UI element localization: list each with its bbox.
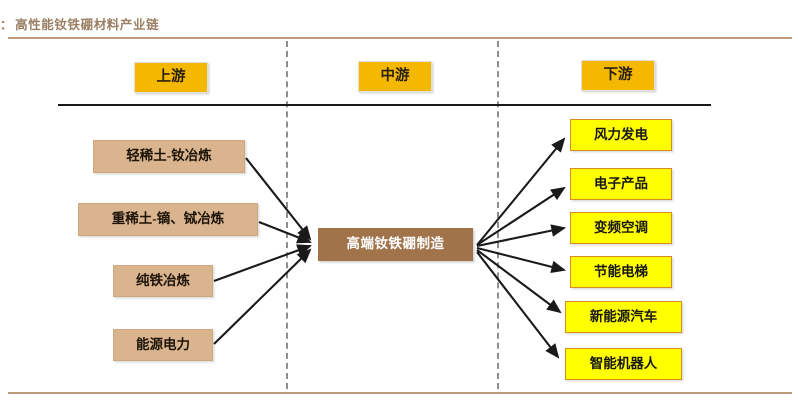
link-downstream-1 — [476, 137, 566, 246]
stage-separator-upstream-midstream — [286, 41, 288, 389]
bottom-rule-divider — [8, 392, 792, 394]
stage-header-upstream[interactable]: 上游 — [134, 62, 208, 93]
upstream-node-1-label: 轻稀土-钕冶炼 — [126, 148, 212, 164]
top-rule-divider — [8, 37, 792, 39]
link-downstream-4 — [476, 246, 567, 274]
downstream-node-1-label: 风力发电 — [594, 126, 648, 142]
link-downstream-5 — [476, 249, 562, 314]
stage-header-midstream-label: 中游 — [380, 67, 410, 84]
stage-header-underline — [58, 104, 711, 106]
upstream-node-2-label: 重稀土-镝、铽冶炼 — [111, 211, 225, 227]
link-downstream-6 — [476, 251, 560, 359]
downstream-node-4-label: 节能电梯 — [594, 263, 648, 279]
caption-text: 高性能钕铁硼材料产业链 — [15, 18, 160, 32]
downstream-node-inverter-ac[interactable]: 变频空调 — [570, 212, 672, 244]
downstream-node-6-label: 智能机器人 — [589, 355, 658, 371]
downstream-node-smart-robot[interactable]: 智能机器人 — [565, 348, 682, 380]
link-upstream-4 — [213, 248, 312, 345]
downstream-node-5-label: 新能源汽车 — [589, 308, 658, 324]
link-downstream-2 — [476, 186, 566, 246]
upstream-node-heavy-rare-earth[interactable]: 重稀土-镝、铽冶炼 — [78, 203, 258, 236]
downstream-node-2-label: 电子产品 — [594, 175, 648, 191]
midstream-node-label: 高端钕铁硼制造 — [346, 236, 445, 252]
downstream-node-new-energy-vehicle[interactable]: 新能源汽车 — [565, 301, 682, 333]
upstream-node-3-label: 纯铁冶炼 — [136, 272, 190, 288]
link-upstream-3 — [213, 244, 312, 282]
upstream-node-energy-power[interactable]: 能源电力 — [113, 329, 213, 361]
upstream-node-4-label: 能源电力 — [136, 336, 190, 352]
downstream-node-3-label: 变频空调 — [594, 219, 648, 235]
downstream-node-electronics[interactable]: 电子产品 — [570, 168, 672, 200]
stage-separator-midstream-downstream — [497, 41, 499, 389]
caption-lead-glyph: ： — [0, 18, 14, 32]
link-downstream-3 — [476, 224, 567, 248]
upstream-node-light-rare-earth[interactable]: 轻稀土-钕冶炼 — [93, 140, 245, 173]
stage-header-upstream-label: 上游 — [156, 68, 186, 85]
downstream-node-wind-power[interactable]: 风力发电 — [570, 119, 672, 151]
stage-header-midstream[interactable]: 中游 — [358, 61, 432, 92]
stage-header-downstream-label: 下游 — [603, 66, 633, 83]
link-upstream-2 — [258, 221, 312, 244]
upstream-node-pure-iron[interactable]: 纯铁冶炼 — [113, 265, 213, 297]
downstream-node-energy-saving-elevator[interactable]: 节能电梯 — [570, 256, 672, 288]
figure-caption: ：高性能钕铁硼材料产业链 — [0, 14, 420, 34]
stage-header-downstream[interactable]: 下游 — [581, 60, 655, 91]
midstream-node-ndfeb-manufacturing[interactable]: 高端钕铁硼制造 — [318, 228, 473, 261]
